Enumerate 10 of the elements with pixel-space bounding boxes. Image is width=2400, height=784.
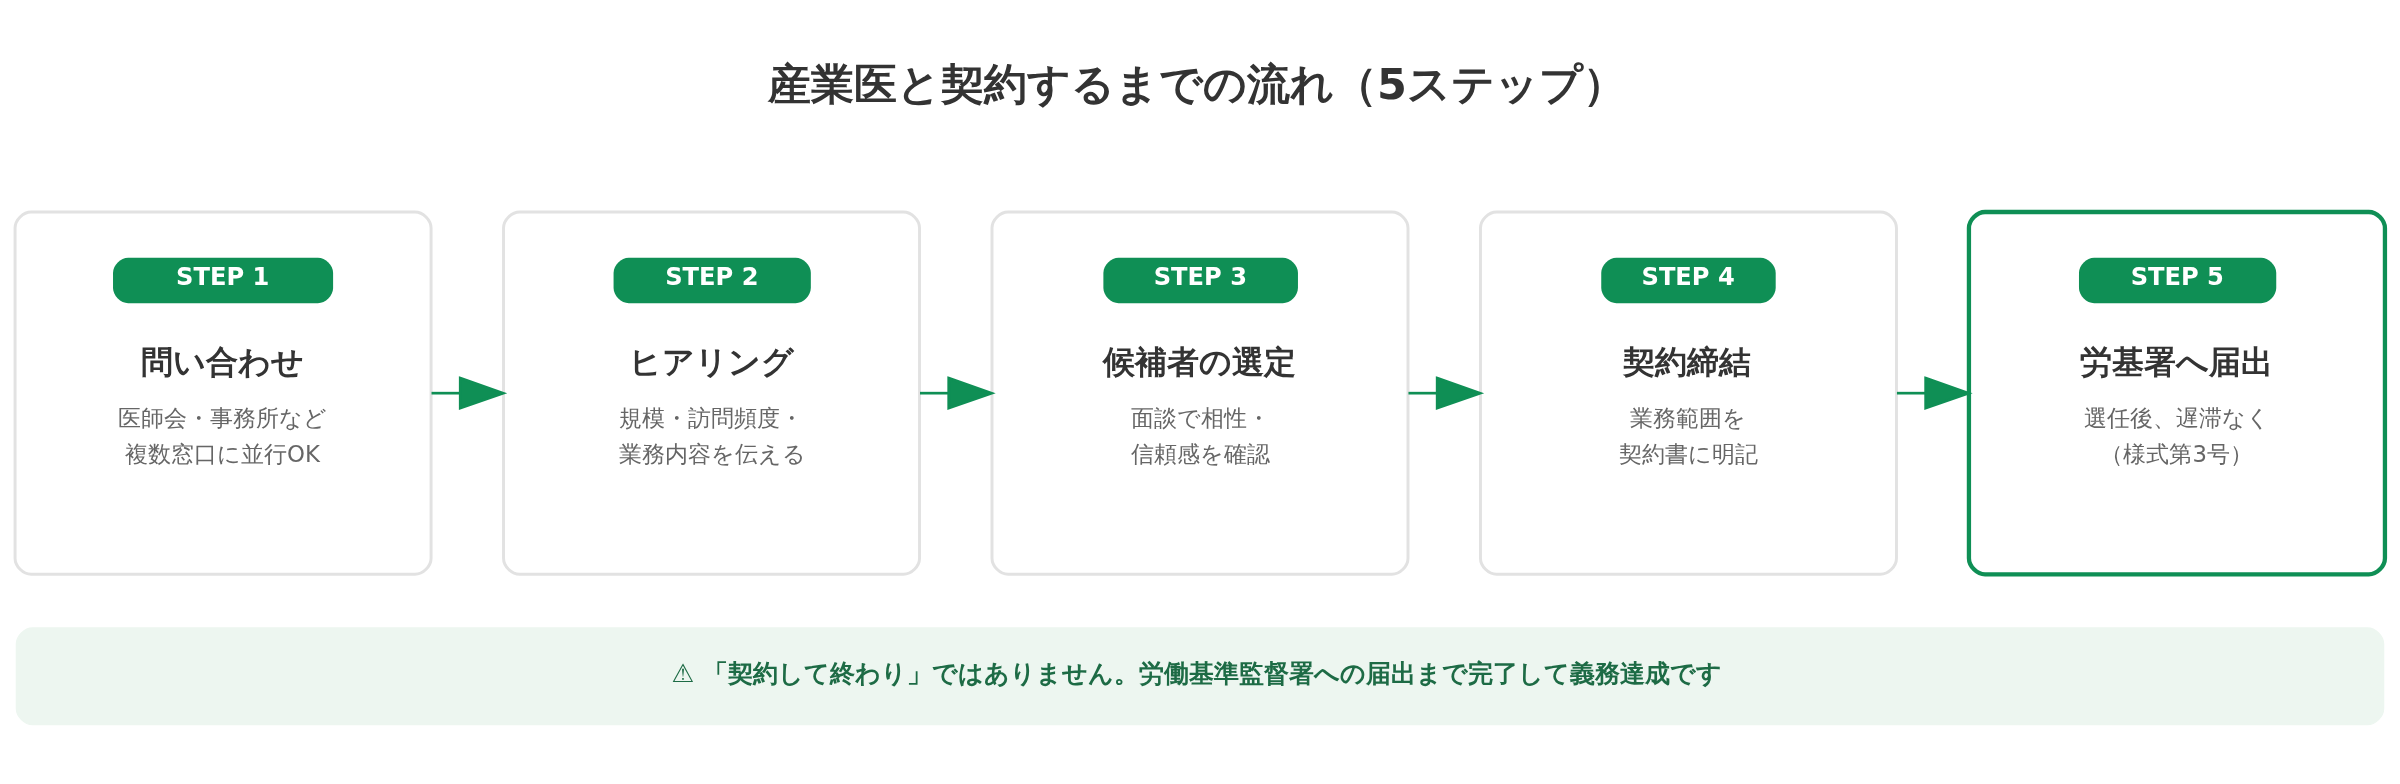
arrow	[1896, 375, 1973, 410]
arrow	[1408, 375, 1485, 410]
node-box: STEP 2 ヒアリング 規模・訪問頻度・業務内容を伝える	[502, 210, 921, 576]
node-box: STEP 5 労基署へ届出 選任後、遅滞なく（様式第3号）	[1966, 209, 2388, 576]
node-box: STEP 4 契約締結 業務範囲を契約書に明記	[1479, 210, 1898, 576]
arrow	[920, 375, 996, 410]
arrow	[431, 375, 508, 410]
node-box: STEP 1 問い合わせ 医師会・事務所など複数窓口に並行OK	[13, 210, 433, 576]
node-box: STEP 3 候補者の選定 面談で相性・信頼感を確認	[990, 210, 1410, 576]
diagram-title: 産業医と契約するまでの流れ（5ステップ）	[767, 58, 1626, 109]
